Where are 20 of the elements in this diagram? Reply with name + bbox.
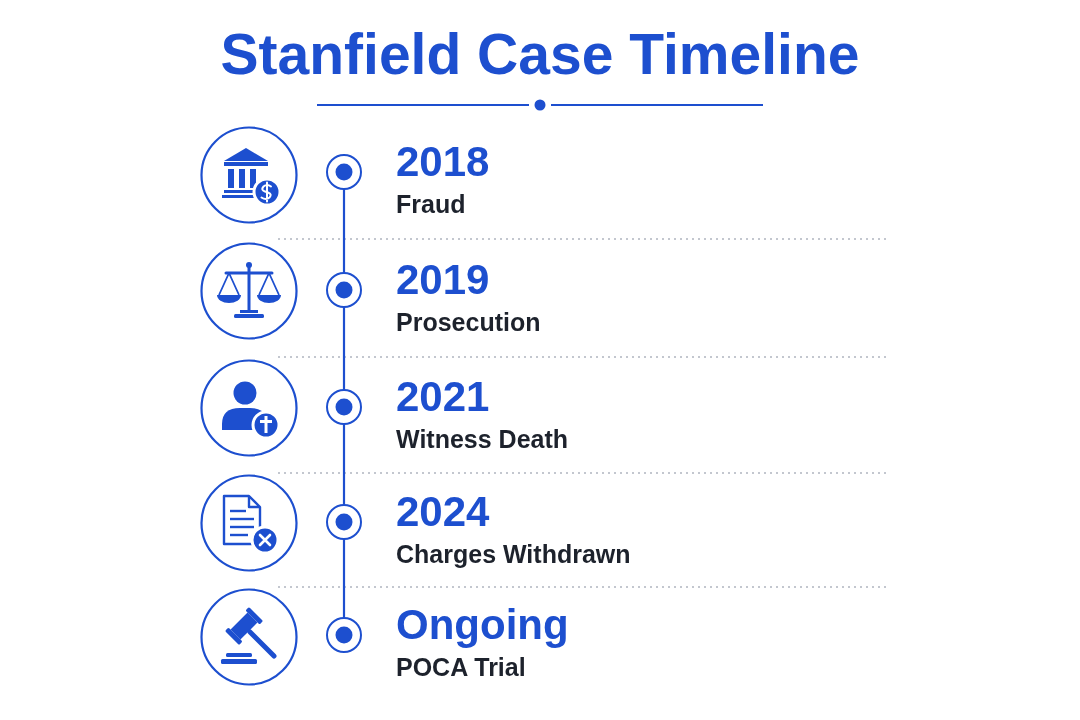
date-label: 2019 (396, 259, 490, 301)
timeline-dot (326, 272, 362, 308)
timeline-line (342, 539, 346, 618)
timeline-dot (326, 389, 362, 425)
date-label: 2021 (396, 376, 490, 418)
title: Stanfield Case Timeline (220, 26, 860, 83)
date-label: Ongoing (396, 604, 569, 646)
timeline-line (342, 307, 346, 390)
timeline-line (342, 189, 346, 273)
timeline-dot (326, 617, 362, 653)
timeline-line (342, 424, 346, 505)
timeline-dot (326, 154, 362, 190)
event-label: POCA Trial (396, 654, 526, 680)
event-label: Fraud (396, 191, 466, 217)
timeline-dot (326, 504, 362, 540)
event-label: Prosecution (396, 309, 541, 335)
event-label: Charges Withdrawn (396, 541, 631, 567)
event-label: Witness Death (396, 426, 569, 452)
date-label: 2018 (396, 141, 490, 183)
date-label: 2024 (396, 491, 490, 533)
